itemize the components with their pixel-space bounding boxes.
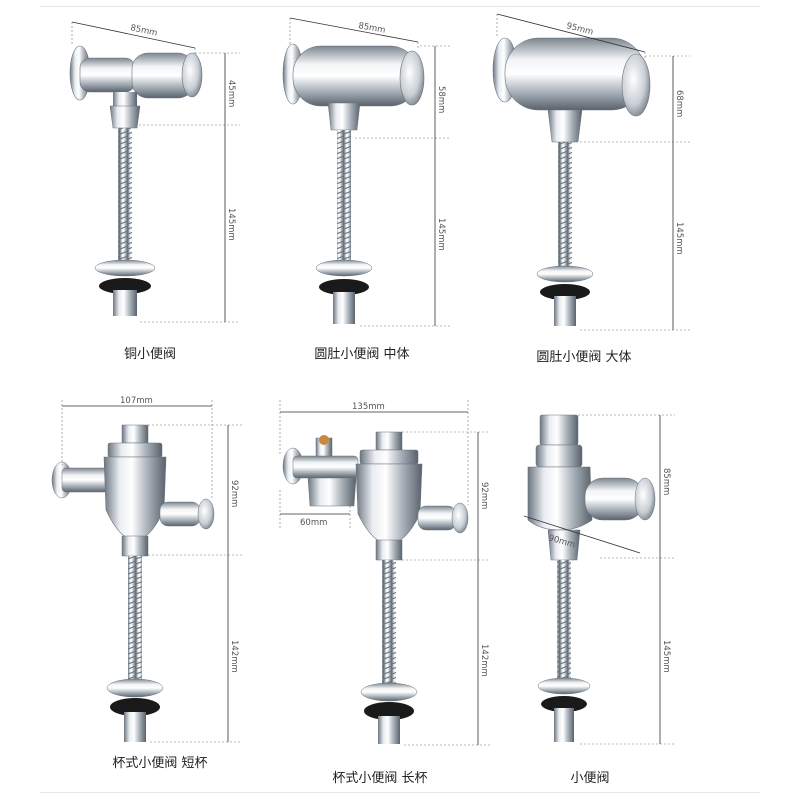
valve-6-pipe xyxy=(537,529,591,742)
valve-1-head xyxy=(69,45,203,101)
product-1-pipe-length-label: 145mm xyxy=(226,208,236,241)
product-2-width-label: 85mm xyxy=(357,21,386,36)
valve-1-pipe xyxy=(94,92,156,316)
valve-2-pipe xyxy=(315,102,373,324)
product-4-caption: 杯式小便阀 短杯 xyxy=(112,756,208,771)
product-1-caption: 铜小便阀 xyxy=(123,347,177,362)
product-1-head-height-label: 45mm xyxy=(226,80,236,107)
product-6-head-height-label: 85mm xyxy=(661,468,671,495)
valve-4-pipe xyxy=(106,535,164,742)
bottom-border xyxy=(40,792,760,793)
top-border xyxy=(40,6,760,7)
valve-6-body xyxy=(527,414,656,531)
product-1-width-label: 85mm xyxy=(129,23,158,38)
product-5-caption: 杯式小便阀 长杯 xyxy=(332,771,428,786)
product-3-head-height-label: 68mm xyxy=(674,90,684,117)
product-5-head-height-label: 92mm xyxy=(479,482,489,509)
valve-3-pipe xyxy=(536,109,594,326)
product-4-valve xyxy=(51,424,215,742)
product-2-caption: 圆肚小便阀 中体 xyxy=(314,347,410,362)
product-2-head-height-label: 58mm xyxy=(436,86,446,113)
product-5-pipe-length-label: 142mm xyxy=(479,644,489,677)
product-6-valve xyxy=(527,414,656,742)
product-4-width-label: 107mm xyxy=(120,396,153,406)
dimensions-3: 95mm 68mm 145mm xyxy=(496,13,690,331)
valve-3-head xyxy=(492,37,651,117)
product-2-pipe-length-label: 145mm xyxy=(436,218,446,251)
valve-5-pipe xyxy=(360,539,418,744)
product-5-width-label: 135mm xyxy=(352,402,385,412)
valve-5-body xyxy=(282,431,469,545)
product-3-caption: 圆肚小便阀 大体 xyxy=(536,350,632,365)
product-5-inlet-label: 60mm xyxy=(300,518,327,528)
product-6-pipe-length-label: 145mm xyxy=(661,640,671,673)
valve-2-head xyxy=(282,43,425,107)
product-4-pipe-length-label: 142mm xyxy=(229,640,239,673)
product-2-valve xyxy=(282,43,425,324)
dimensions-4: 107mm 92mm 142mm xyxy=(61,396,242,743)
product-4-head-height-label: 92mm xyxy=(229,480,239,507)
product-3-pipe-length-label: 145mm xyxy=(674,222,684,255)
dimensions-2: 85mm 58mm 145mm xyxy=(289,17,450,327)
product-5-valve xyxy=(282,431,469,744)
dimensions-5: 135mm 92mm 142mm 60mm xyxy=(279,400,490,746)
valve-4-body xyxy=(51,424,215,541)
product-6-caption: 小便阀 xyxy=(570,771,610,786)
product-1-valve xyxy=(69,45,203,316)
product-3-valve xyxy=(492,37,651,326)
